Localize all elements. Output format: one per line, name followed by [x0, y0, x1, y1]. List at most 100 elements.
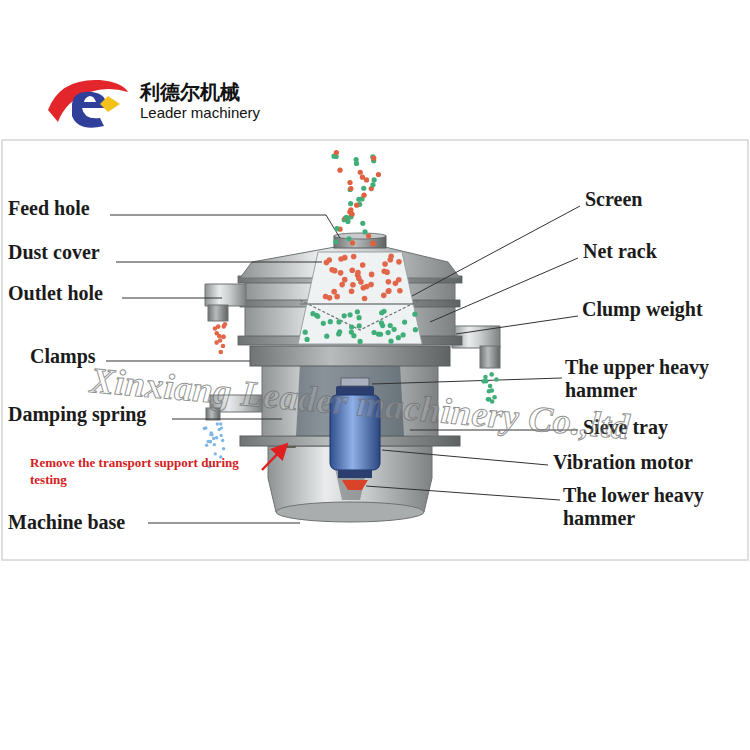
leader-line [430, 258, 578, 322]
material-particle [324, 334, 329, 339]
cutaway-interior [298, 252, 422, 344]
material-particle [215, 436, 218, 439]
material-particle [360, 175, 365, 180]
material-particle [370, 182, 375, 187]
screen-mesh [300, 300, 420, 330]
part-label: Feed hole [8, 197, 118, 220]
material-particle [386, 279, 392, 285]
material-particle [210, 431, 213, 434]
leader-line [148, 523, 300, 524]
material-particle [351, 254, 357, 260]
material-particle [326, 257, 332, 263]
material-particle [338, 256, 344, 262]
material-particle [391, 327, 396, 332]
warning-arrow [262, 445, 286, 470]
material-particle [386, 330, 391, 335]
material-particle [384, 269, 390, 275]
material-particle [357, 339, 362, 344]
material-particle [412, 312, 417, 317]
part-label: Machine base [8, 511, 153, 534]
logo-diamond [100, 96, 120, 112]
material-particle [349, 325, 354, 330]
material-particle [371, 330, 376, 335]
material-particle [402, 319, 407, 324]
material-particle [350, 240, 355, 245]
material-particle [310, 311, 315, 316]
part-label: The lower heavy hammer [563, 484, 743, 530]
leader-line [372, 378, 562, 384]
part-label: Clump weight [582, 298, 742, 321]
part-label: Net rack [583, 240, 693, 263]
leader-line [122, 298, 222, 299]
material-particle [213, 443, 216, 446]
material-particle [376, 172, 381, 177]
lower-hammer-shape [342, 480, 368, 490]
material-particle [221, 335, 226, 340]
warning-note: Remove the transport support during test… [30, 454, 245, 488]
material-particle [360, 262, 366, 268]
material-particle [349, 211, 354, 216]
material-particle [413, 327, 418, 332]
material-particle [348, 186, 353, 191]
material-particle [334, 150, 339, 155]
material-particle [338, 270, 344, 276]
material-particle [304, 337, 309, 342]
material-particle [347, 180, 352, 185]
part-label: Outlet hole [8, 282, 128, 305]
material-particle [221, 324, 226, 329]
material-particle [331, 289, 337, 295]
material-particle [327, 295, 333, 301]
material-particle [345, 219, 350, 224]
material-particle [371, 241, 376, 246]
material-particle [349, 267, 355, 273]
material-particle [356, 315, 361, 320]
material-particle [368, 282, 374, 288]
material-particle [333, 239, 338, 244]
material-particle [396, 259, 402, 265]
material-particle [396, 335, 401, 340]
leader-line [382, 450, 548, 465]
material-particle [212, 437, 215, 440]
leader-lines [106, 206, 580, 523]
material-particle [481, 379, 486, 384]
material-particle [371, 156, 376, 161]
leader-line [412, 206, 580, 296]
material-particle [358, 170, 363, 175]
material-particle [378, 332, 383, 337]
material-particle [397, 288, 403, 294]
material-particle [488, 384, 493, 389]
material-particle [362, 229, 367, 234]
material-particle [205, 444, 208, 447]
material-particle [214, 340, 219, 345]
part-label: Damping spring [8, 403, 178, 426]
material-particle [334, 294, 340, 300]
material-particle [370, 241, 375, 246]
material-particle [401, 332, 406, 337]
leader-line [366, 486, 560, 500]
material-particle [354, 161, 359, 166]
part-label: Screen [585, 188, 685, 211]
material-particle [321, 321, 326, 326]
material-particle [219, 422, 222, 425]
material-particle [346, 236, 351, 241]
material-particle [490, 388, 495, 393]
material-particle [342, 277, 348, 283]
material-particle [366, 233, 371, 238]
material-particle [361, 186, 366, 191]
material-particle [386, 288, 392, 294]
material-particle [220, 426, 223, 429]
material-particle [358, 279, 364, 285]
part-label: Vibration motor [553, 451, 733, 474]
material-particle [386, 288, 392, 294]
material-particle [209, 440, 212, 443]
left-outlet [205, 284, 246, 321]
leader-line [106, 361, 250, 362]
material-particle [221, 335, 226, 340]
material-particle [336, 319, 341, 324]
brand-name: 利德尔机械 [140, 80, 300, 104]
material-particle [381, 293, 387, 299]
company-logo [48, 80, 128, 128]
material-particle [362, 296, 368, 302]
leader-line [110, 215, 340, 238]
material-particle [221, 344, 226, 349]
